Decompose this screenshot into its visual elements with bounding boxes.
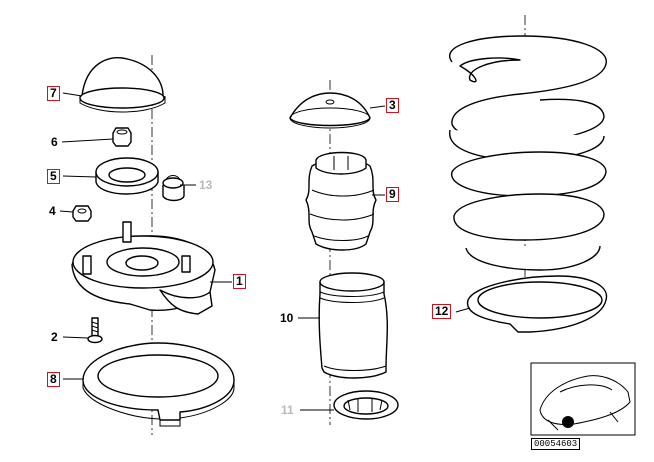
leader-lines bbox=[59, 92, 471, 411]
part-spring-pad-right bbox=[466, 275, 608, 333]
part-top-cap bbox=[289, 92, 371, 129]
callout-9[interactable]: 9 bbox=[386, 187, 399, 202]
callout-2: 2 bbox=[51, 330, 58, 344]
part-rubber-plug bbox=[162, 175, 185, 202]
callout-4: 4 bbox=[49, 204, 56, 218]
reference-number: 00054603 bbox=[531, 438, 581, 450]
callout-11: 11 bbox=[281, 403, 294, 417]
callout-8[interactable]: 8 bbox=[47, 372, 60, 387]
callout-6: 6 bbox=[51, 135, 58, 149]
part-nut-small bbox=[72, 205, 92, 222]
part-spring-pad-left bbox=[82, 342, 235, 427]
callout-5[interactable]: 5 bbox=[47, 169, 60, 184]
part-protective-tube bbox=[318, 272, 389, 379]
part-bolt bbox=[87, 317, 103, 344]
callout-10: 10 bbox=[280, 311, 294, 325]
car-thumbnail bbox=[530, 362, 636, 436]
part-small-ring bbox=[333, 390, 399, 420]
callout-1[interactable]: 1 bbox=[233, 274, 246, 289]
part-coil-spring bbox=[449, 35, 607, 271]
part-dust-cap bbox=[79, 56, 166, 113]
callout-7[interactable]: 7 bbox=[47, 86, 60, 101]
callout-12[interactable]: 12 bbox=[432, 304, 452, 319]
part-bump-stop bbox=[305, 151, 377, 251]
callout-13: 13 bbox=[199, 178, 213, 192]
part-nut-upper bbox=[112, 127, 132, 147]
callout-3[interactable]: 3 bbox=[386, 98, 399, 113]
part-support-mount bbox=[71, 221, 216, 315]
part-bearing bbox=[95, 157, 159, 195]
